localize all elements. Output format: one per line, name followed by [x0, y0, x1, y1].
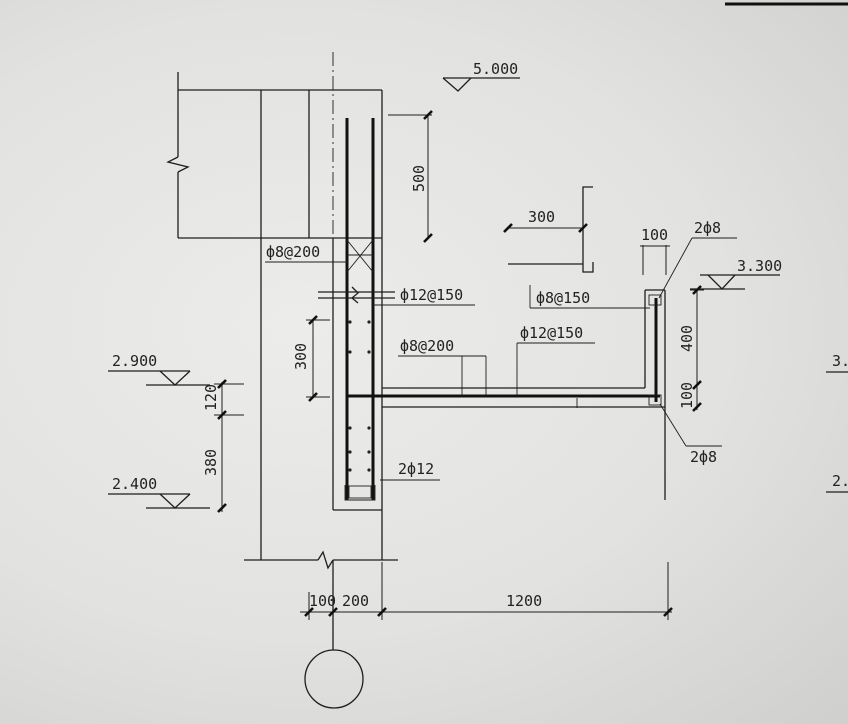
rebar-slab-main: ф12@150	[520, 324, 583, 342]
elevation-mid-lower: 2.400	[112, 475, 157, 493]
column-section	[318, 52, 395, 511]
dim-500: 500	[410, 165, 428, 192]
dim-cap-100: 100	[641, 226, 668, 244]
cantilever-slab	[347, 289, 666, 500]
rebar-beam-bottom: 2ф12	[398, 460, 434, 478]
dim-left-120: 120	[202, 384, 220, 411]
elevation-slab-top: 3.300	[737, 257, 782, 275]
elevation-edge-2: 2.	[832, 472, 848, 490]
dimension-lines	[214, 110, 704, 620]
grid-axis-bubble	[304, 649, 364, 709]
dim-left-380: 380	[202, 449, 220, 476]
leader-lines	[265, 237, 737, 481]
dim-bottom-100: 100	[309, 592, 336, 610]
dim-slab-100: 100	[678, 382, 696, 409]
elevation-mid-upper: 2.900	[112, 352, 157, 370]
rebar-stirrup-upper: ф8@200	[266, 243, 320, 261]
rebar-vertical-bars: ф12@150	[400, 286, 463, 304]
dim-wall-300: 300	[292, 343, 310, 370]
dim-slab-400: 400	[678, 325, 696, 352]
dim-bottom-1200: 1200	[506, 592, 542, 610]
upper-wall	[166, 72, 383, 560]
dim-cap-300: 300	[528, 208, 555, 226]
elevation-edge-1: 3.	[832, 352, 848, 370]
rebar-slab-stirrup: ф8@200	[400, 337, 454, 355]
elevation-top: 5.000	[473, 60, 518, 78]
rebar-detail	[503, 186, 594, 273]
dim-bottom-200: 200	[342, 592, 369, 610]
elevation-markers	[108, 77, 848, 509]
rebar-slab-dist: ф8@150	[536, 289, 590, 307]
rebar-top-corner: 2ф8	[694, 219, 721, 237]
rebar-bottom-corner: 2ф8	[690, 448, 717, 466]
